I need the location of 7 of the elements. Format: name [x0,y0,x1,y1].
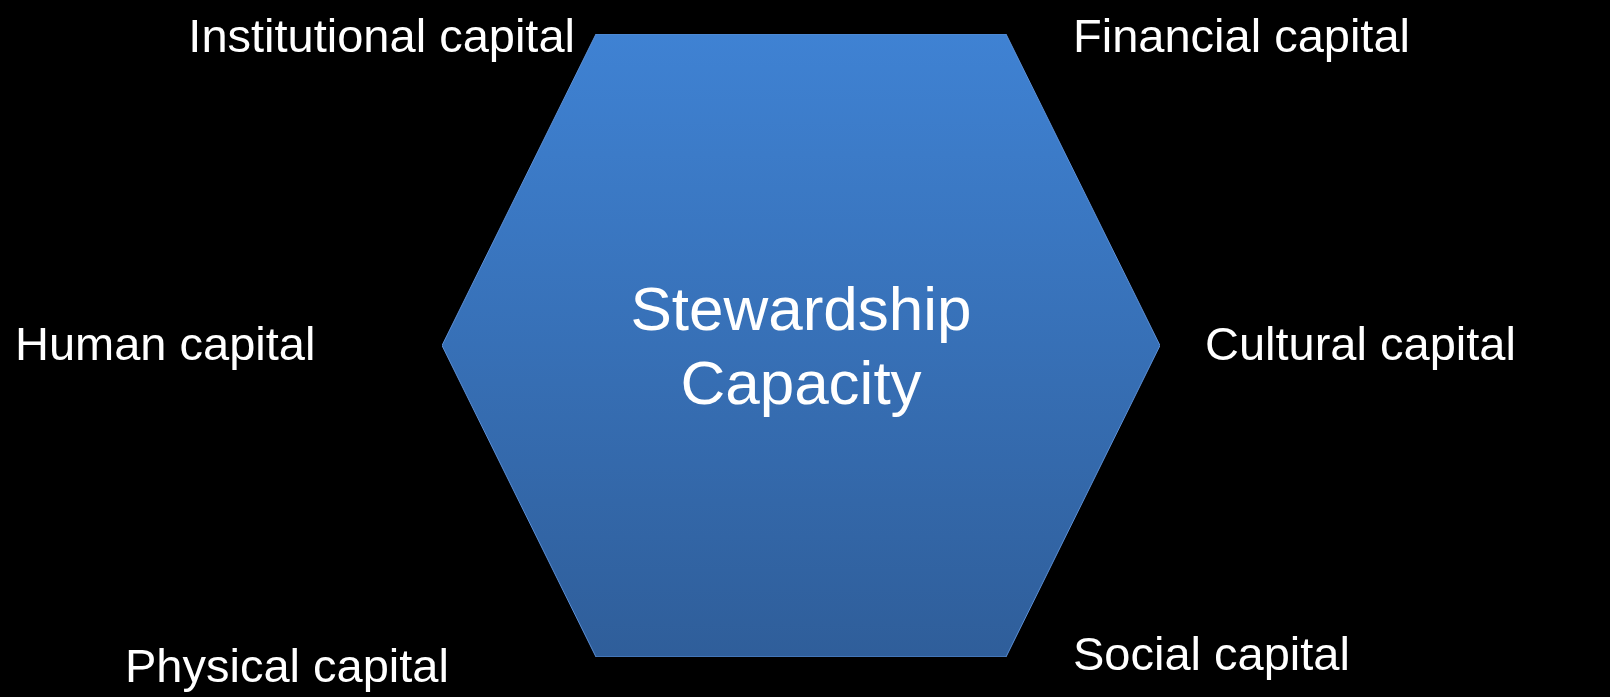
hexagon-title: Stewardship Capacity [629,272,973,419]
capital-label: Physical capital [125,640,449,692]
capital-label: Cultural capital [1205,318,1516,370]
capital-label: Institutional capital [188,10,575,62]
capital-label: Financial capital [1073,10,1410,62]
capital-label: Social capital [1073,628,1350,680]
capital-label: Human capital [15,318,316,370]
